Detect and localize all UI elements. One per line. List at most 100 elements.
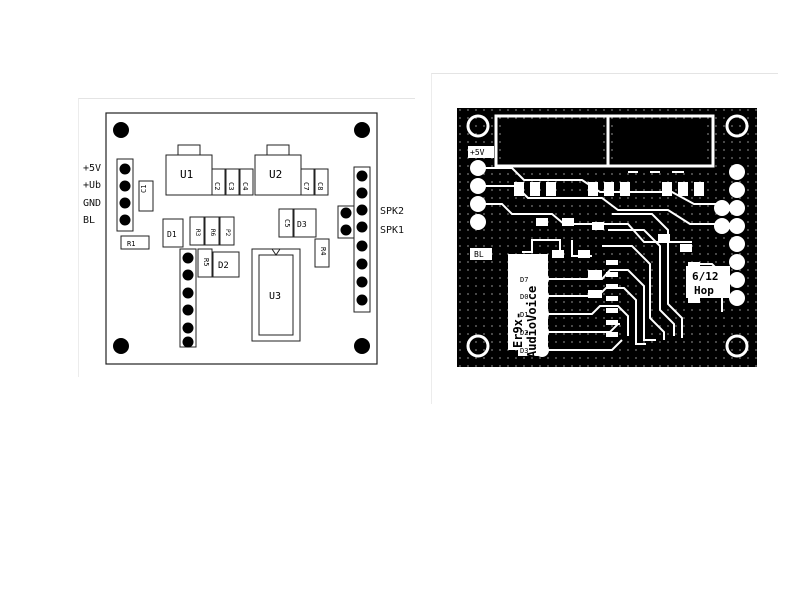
pad <box>729 272 745 288</box>
header-pin <box>119 180 131 192</box>
label-bg-mode <box>686 266 730 298</box>
d2-label: D2 <box>218 261 229 271</box>
pad <box>729 182 745 198</box>
c2-label: C2 <box>213 182 221 190</box>
smd-pad <box>678 182 688 196</box>
r4-outline <box>314 238 330 268</box>
smd-pad <box>606 296 618 301</box>
c1-outline <box>138 180 154 212</box>
mode-label-line2: Hop <box>694 284 714 297</box>
board-title-line1: Er9x- <box>511 312 525 348</box>
smd-pad <box>536 218 548 226</box>
label-gnd: GND <box>83 198 102 209</box>
pad-label-d3: D3 <box>520 347 528 355</box>
header-pin <box>182 336 194 348</box>
pcb-mounting-hole <box>466 334 490 358</box>
board-title-line2: AudioVoice <box>525 286 539 358</box>
connector-block <box>606 114 715 168</box>
pad-label-d1: D1 <box>520 311 528 319</box>
r1-label: R1 <box>127 240 135 248</box>
r1-outline <box>120 235 150 250</box>
d1-label: D1 <box>167 230 177 239</box>
pcb-mounting-hole <box>725 114 749 138</box>
smd-pad <box>680 244 692 252</box>
c8-label: C8 <box>316 182 324 190</box>
smd-pad <box>658 234 670 242</box>
smd-pad <box>688 298 700 303</box>
p2-label: P2 <box>224 229 231 237</box>
u1-tab <box>177 144 201 156</box>
pcb-mounting-hole <box>725 334 749 358</box>
header-pin <box>356 240 368 252</box>
mode-label-line1: 6/12 <box>692 270 719 283</box>
d3-label: D3 <box>297 220 307 229</box>
header-pin <box>119 214 131 226</box>
power-header <box>116 158 134 232</box>
label-bg-d <box>518 272 538 356</box>
c3-label: C3 <box>227 182 235 190</box>
header-pin <box>182 322 194 334</box>
c8-outline <box>314 168 329 196</box>
u3-outline <box>251 248 301 342</box>
r5-outline <box>197 248 213 278</box>
board-outline <box>105 112 378 365</box>
pad-label-d0: D0 <box>520 293 528 301</box>
smd-pad <box>694 182 704 196</box>
pad <box>470 214 486 230</box>
pad <box>729 164 745 180</box>
smd-pad <box>606 332 618 337</box>
smd-pad <box>620 182 630 196</box>
pad-label-d2: D2 <box>520 329 528 337</box>
u3-notch <box>271 248 281 256</box>
pad <box>729 236 745 252</box>
header-pin <box>340 207 352 219</box>
label-bg-5v <box>468 146 494 158</box>
c3-outline <box>225 168 240 196</box>
pad-label-5v: +5V <box>470 148 485 157</box>
c7-label: C7 <box>302 182 310 190</box>
smd-pad <box>514 182 524 196</box>
header-pin <box>356 276 368 288</box>
c1-label: C1 <box>140 185 148 193</box>
d3-outline <box>293 208 317 238</box>
pad <box>714 200 730 216</box>
pcb-drawing: +5V BL D7 D0 D1 D2 D3 Er9x- AudioVoice 6… <box>457 108 757 367</box>
r4-label: R4 <box>319 247 327 255</box>
smd-pad <box>662 182 672 196</box>
smd-pad <box>606 260 618 265</box>
header-pin <box>356 187 368 199</box>
header-pin <box>340 224 352 236</box>
mounting-hole <box>354 122 370 138</box>
smd-pad <box>588 270 602 278</box>
header-pin <box>182 252 194 264</box>
pad <box>470 160 486 176</box>
r6-label: R6 <box>209 229 216 237</box>
label-5v: +5V <box>83 163 102 174</box>
header-pin <box>182 304 194 316</box>
placement-drawing: C1 R1 U1 C2 C3 C4 U2 C7 C8 D1 R3 R6 P2 <box>105 112 378 365</box>
smd-pad <box>546 182 556 196</box>
smd-pad <box>530 182 540 196</box>
smd-pad <box>578 250 590 258</box>
smd-pad <box>592 222 604 230</box>
smd-pad <box>606 284 618 289</box>
r3-outline <box>189 216 205 246</box>
io-header <box>353 166 371 313</box>
smd-pad <box>588 182 598 196</box>
c2-outline <box>211 168 226 196</box>
pad <box>714 218 730 234</box>
header-pin <box>182 269 194 281</box>
d1-outline <box>162 218 184 248</box>
label-ub: +Ub <box>83 180 102 191</box>
smd-pad <box>606 308 618 313</box>
smd-pad <box>606 320 618 325</box>
label-bl: BL <box>83 215 96 226</box>
c4-label: C4 <box>241 182 249 190</box>
u2-tab <box>266 144 290 156</box>
header-pin <box>356 204 368 216</box>
smd-pad <box>606 272 618 277</box>
r6-outline <box>204 216 220 246</box>
mounting-hole <box>113 338 129 354</box>
pad-label-d7: D7 <box>520 276 528 284</box>
p2-outline <box>219 216 235 246</box>
